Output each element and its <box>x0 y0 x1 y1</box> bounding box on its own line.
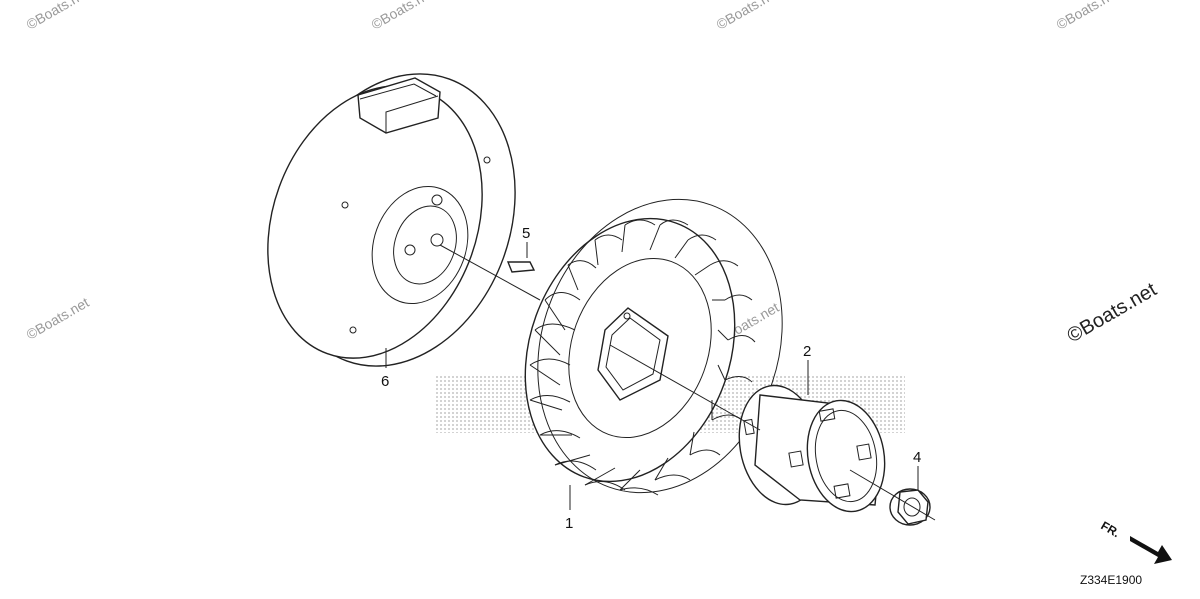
callout-labels: 6 5 1 2 4 <box>381 225 921 532</box>
watermark-text: ©Boats.net <box>24 0 92 33</box>
watermark-text: ©Boats.net <box>369 0 437 33</box>
callout-5: 5 <box>522 225 530 242</box>
callout-1: 1 <box>565 515 573 532</box>
watermark-text: ©Boats.net <box>24 294 92 343</box>
callout-2: 2 <box>803 343 811 360</box>
leader-lines <box>385 242 919 510</box>
drawing-code: Z334E1900 <box>1080 573 1142 587</box>
watermark-text-large: ©Boats.net <box>1064 278 1161 347</box>
front-direction-marker: FR. <box>1099 518 1172 564</box>
watermark-text: ©Boats.net <box>714 0 782 33</box>
flange-nut-part-4 <box>889 488 931 526</box>
front-label: FR. <box>1099 518 1123 540</box>
cooling-fan-part-1 <box>524 198 783 496</box>
callout-6: 6 <box>381 373 389 390</box>
assembly-axis <box>439 244 936 521</box>
key-part-5 <box>506 261 536 273</box>
starter-pulley-part-2 <box>738 384 886 513</box>
callout-4: 4 <box>913 449 921 466</box>
front-arrow-icon <box>1130 536 1172 564</box>
flywheel-part-6 <box>267 73 516 367</box>
watermark-text: ©Boats.net <box>1054 0 1122 33</box>
